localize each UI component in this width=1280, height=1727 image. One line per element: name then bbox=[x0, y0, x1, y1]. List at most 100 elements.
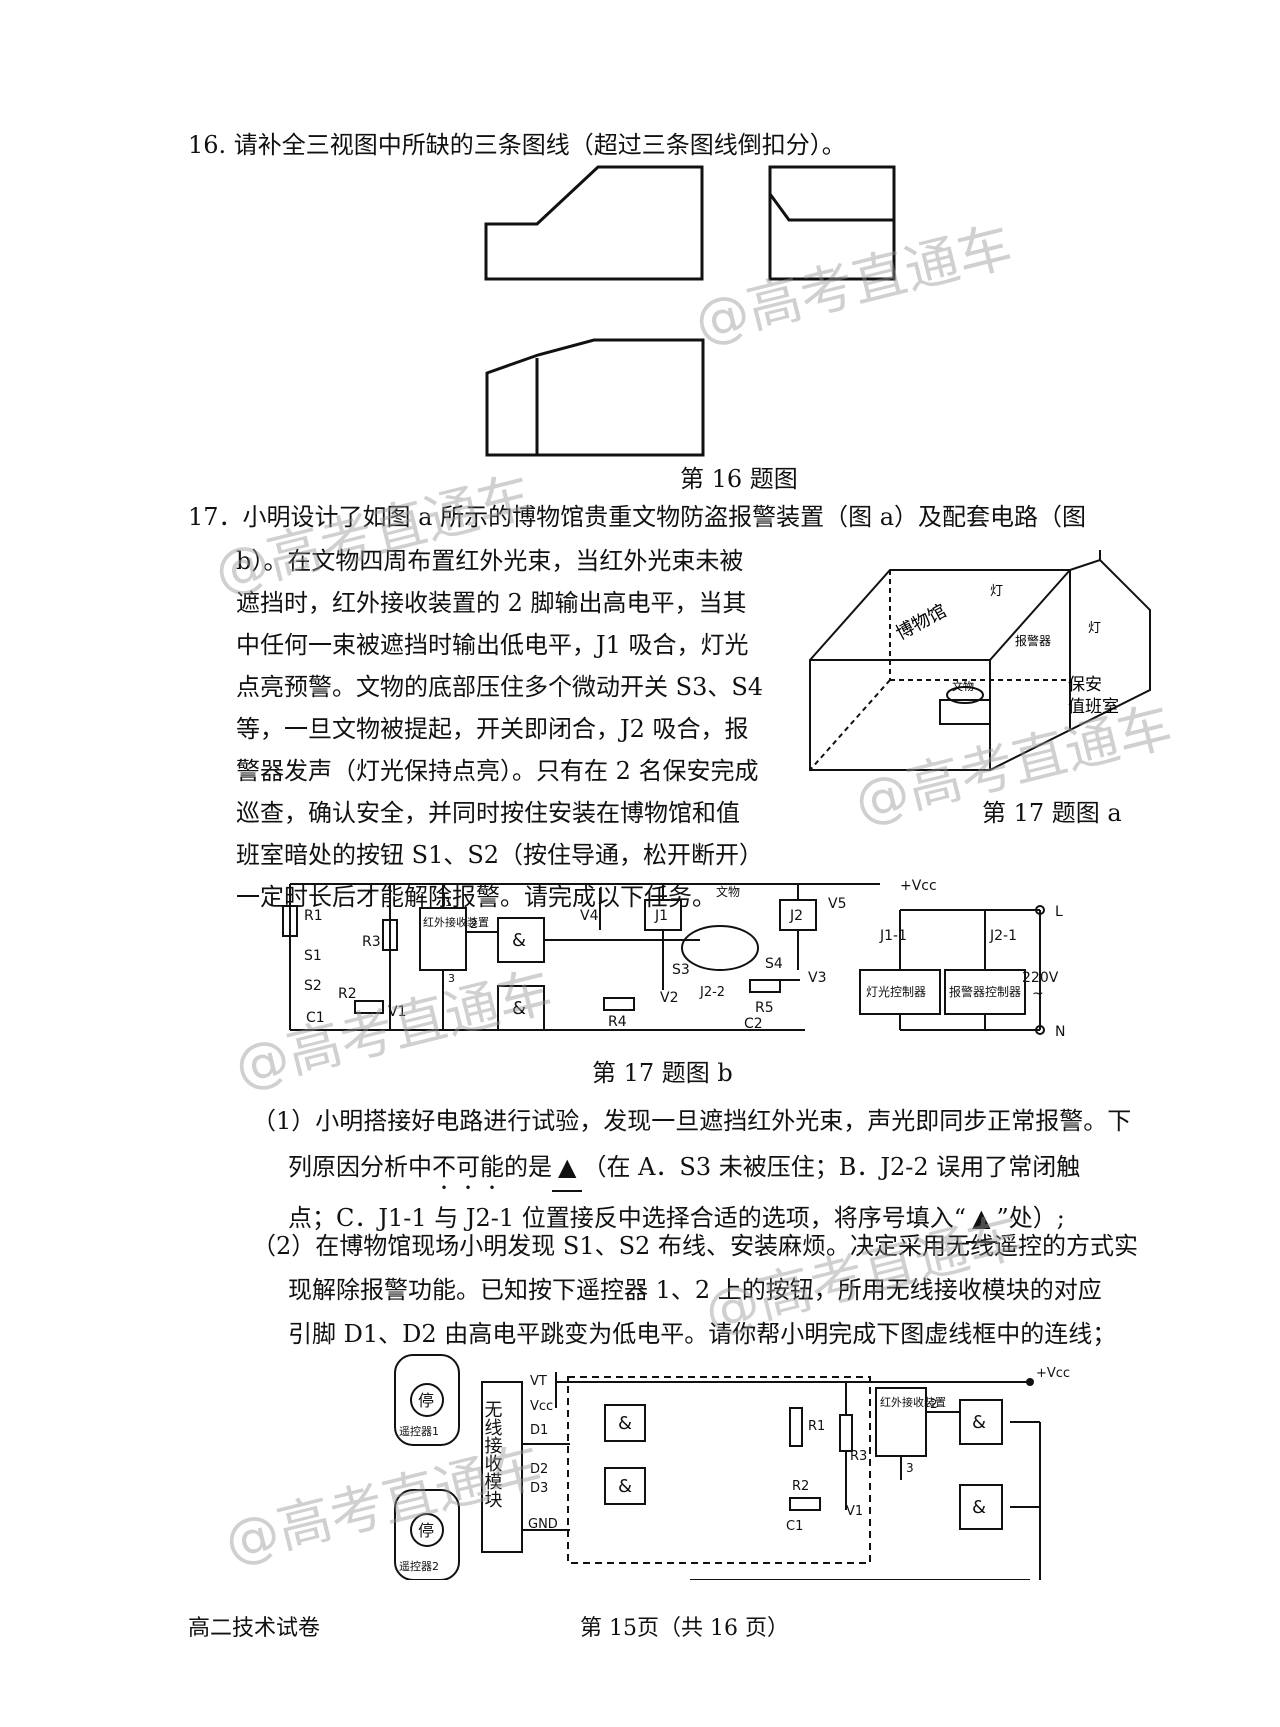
and-gate-label: & bbox=[512, 930, 526, 951]
q17-para-line: 班室暗处的按钮 S1、S2（按住导通，松开断开） bbox=[236, 841, 764, 869]
pin2-label: 2 bbox=[470, 917, 478, 931]
q17-figure-a-caption: 第 17 题图 a bbox=[982, 799, 1122, 827]
answer-blank-1[interactable]: ▲ bbox=[552, 1144, 583, 1192]
n-label: N bbox=[1055, 1024, 1065, 1040]
q17-figure-b-circuit: +Vcc R1 S1 S2 R2 C1 R3 V1 红外接收装置 1 2 3 &… bbox=[282, 878, 1065, 1040]
q17-para-line: b）。在文物四周布置红外光束，当红外光束未被 bbox=[236, 547, 744, 575]
s2-label: S2 bbox=[304, 978, 322, 994]
r4-label: R4 bbox=[608, 1014, 627, 1030]
q17-sub1: （1）小明搭接好电路进行试验，发现一旦遮挡红外光束，声光即同步正常报警。下 列原… bbox=[252, 1098, 1131, 1243]
lamp-label: 灯 bbox=[1088, 621, 1101, 636]
dashed-wiring-frame bbox=[567, 1376, 871, 1564]
remote-2-body bbox=[394, 1489, 460, 1580]
q17-sub2-line: （2）在博物馆现场小明发现 S1、S2 布线、安装麻烦。决定采用无线遥控的方式实 bbox=[252, 1232, 1138, 1260]
r2-label: R2 bbox=[792, 1479, 809, 1494]
j2-label: J2 bbox=[789, 908, 803, 924]
q17-para-line: 遮挡时，红外接收装置的 2 脚输出高电平，当其 bbox=[236, 589, 747, 617]
c1-label: C1 bbox=[306, 1010, 325, 1026]
q17-sub1-emphasis: 不可能 bbox=[432, 1153, 504, 1181]
j2-1-label: J2-1 bbox=[989, 928, 1017, 944]
j1-label: J1 bbox=[654, 908, 668, 924]
s3-label: S3 bbox=[672, 962, 690, 978]
ac-tilde-label: ~ bbox=[1032, 986, 1044, 1002]
v1-label: V1 bbox=[846, 1504, 863, 1519]
answer-blank-2[interactable]: ▲ bbox=[966, 1195, 997, 1243]
ir-receiver-label: 红外接收装置 bbox=[880, 1395, 946, 1409]
vcc-label: +Vcc bbox=[1036, 1366, 1070, 1381]
v1-label: V1 bbox=[388, 1004, 406, 1020]
remote-2-stop-label: 停 bbox=[418, 1521, 434, 1540]
and-gate-label: & bbox=[972, 1497, 986, 1518]
pin3-label: 3 bbox=[906, 1461, 914, 1475]
relic-label: 文物 bbox=[952, 679, 974, 693]
relic-label: 文物 bbox=[716, 884, 740, 899]
q17-sub1-text: （在 A．S3 未被压住；B．J2-2 误用了常闭触 bbox=[582, 1153, 1081, 1181]
footer-page: 第 15页（共 16 页） bbox=[580, 1616, 789, 1641]
r5-label: R5 bbox=[755, 1000, 774, 1016]
and-gate-label: & bbox=[618, 1476, 632, 1497]
q17-paragraph: b）。在文物四周布置红外光束，当红外光束未被 遮挡时，红外接收装置的 2 脚输出… bbox=[236, 540, 763, 918]
q17-para-line: 巡查，确认安全，并同时按住安装在博物馆和值 bbox=[236, 799, 740, 827]
museum-label: 博物馆 bbox=[892, 601, 950, 645]
pin2-label: 2 bbox=[930, 1397, 938, 1411]
s4-label: S4 bbox=[765, 956, 783, 972]
top-view bbox=[485, 338, 705, 457]
alarm-controller-label: 报警器控制器 bbox=[949, 984, 1021, 999]
r3-label: R3 bbox=[850, 1449, 867, 1464]
c2-label: C2 bbox=[744, 1016, 763, 1032]
pin1-label: 1 bbox=[445, 896, 452, 909]
q17-sub2-line: 现解除报警功能。已知按下遥控器 1、2 上的按钮，所用无线接收模块的对应 bbox=[288, 1276, 1102, 1304]
d1-pin-label: D1 bbox=[530, 1423, 548, 1438]
side-view bbox=[768, 165, 896, 281]
vcc-label: +Vcc bbox=[900, 878, 937, 894]
q17-sub1-line: （1）小明搭接好电路进行试验，发现一旦遮挡红外光束，声光即同步正常报警。下 bbox=[252, 1107, 1132, 1135]
and-gate-label: & bbox=[618, 1413, 632, 1434]
q17-para-line: 中任何一束被遮挡时输出低电平，J1 吸合，灯光 bbox=[236, 631, 749, 659]
footer-title: 高二技术试卷 bbox=[188, 1616, 321, 1641]
q17-sub1-text: 列原因分析中 bbox=[288, 1153, 432, 1181]
wireless-module-box bbox=[481, 1381, 523, 1553]
alarm-label: 报警器 bbox=[1015, 633, 1051, 648]
q17-sub1-text: 点；C．J1-1 与 J2-1 位置接反中选择合适的选项，将序号填入“ bbox=[288, 1204, 967, 1232]
q17-para-line: 一定时长后才能解除报警。请完成以下任务。 bbox=[236, 883, 716, 911]
remote-1-stop-label: 停 bbox=[418, 1391, 434, 1410]
j2-2-label: J2-2 bbox=[699, 985, 725, 1000]
remote-2-label: 遥控器2 bbox=[399, 1559, 439, 1573]
v4-label: V4 bbox=[580, 908, 599, 924]
q17-figure-b-caption: 第 17 题图 b bbox=[592, 1059, 733, 1087]
vt-pin-label: VT bbox=[530, 1374, 547, 1389]
remote-1-body bbox=[394, 1354, 460, 1446]
vcc-pin-label: Vcc bbox=[530, 1399, 553, 1414]
q17-para-line: 等，一旦文物被提起，开关即闭合，J2 吸合，报 bbox=[236, 715, 749, 743]
q17-sub1-text: ”处）; bbox=[996, 1204, 1065, 1232]
and-gate-label: & bbox=[512, 998, 526, 1019]
q16-text: 16. 请补全三视图中所缺的三条图线（超过三条图线倒扣分）。 bbox=[188, 131, 846, 159]
q17-sub2: （2）在博物馆现场小明发现 S1、S2 布线、安装麻烦。决定采用无线遥控的方式实… bbox=[252, 1224, 1138, 1356]
v5-label: V5 bbox=[828, 896, 846, 912]
pin3-label: 3 bbox=[448, 972, 455, 985]
guard-label-2: 值班室 bbox=[1068, 697, 1119, 717]
q17-para-line: 警器发声（灯光保持点亮）。只有在 2 名保安完成 bbox=[236, 757, 759, 785]
j1-1-label: J1-1 bbox=[879, 928, 907, 944]
q17-sub2-line: 引脚 D1、D2 由高电平跳变为低电平。请你帮小明完成下图虚线框中的连线； bbox=[288, 1320, 1117, 1348]
q17-sub1-text: 的是 bbox=[504, 1153, 552, 1181]
guard-label-1: 保安 bbox=[1068, 675, 1102, 695]
lamp-controller-label: 灯光控制器 bbox=[866, 985, 926, 999]
and-gate-label: & bbox=[972, 1412, 986, 1433]
c1-label: C1 bbox=[786, 1519, 803, 1534]
lamp-label: 灯 bbox=[990, 584, 1003, 599]
front-view bbox=[484, 165, 704, 281]
q16-caption: 第 16 题图 bbox=[680, 465, 798, 493]
r1-label: R1 bbox=[808, 1419, 825, 1434]
q17-para-line: 点亮预警。文物的底部压住多个微动开关 S3、S4 bbox=[236, 673, 764, 701]
d3-pin-label: D3 bbox=[530, 1481, 548, 1496]
ac-voltage-label: 220V bbox=[1022, 970, 1059, 986]
wireless-module-label: 无线接收模块 bbox=[482, 1400, 503, 1508]
r1-label: R1 bbox=[304, 908, 323, 924]
s1-label: S1 bbox=[304, 948, 322, 964]
q16-three-views bbox=[484, 165, 896, 457]
q17-intro: 17．小明设计了如图 a 所示的博物馆贵重文物防盗报警装置（图 a）及配套电路（… bbox=[188, 503, 1087, 531]
q17-figure-a: 博物馆 保安 值班室 灯 灯 报警器 文物 bbox=[809, 550, 1151, 771]
v2-label: V2 bbox=[660, 990, 678, 1006]
q17-figure-c-circuit: 停 遥控器1 停 遥控器2 无线接收模块 VT Vcc D1 D2 D3 GND… bbox=[394, 1354, 1070, 1580]
